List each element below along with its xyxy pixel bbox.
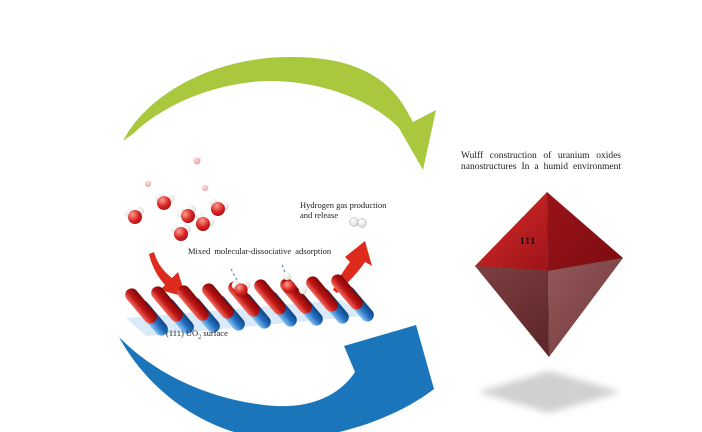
octahedron-face-lower-right (548, 258, 623, 357)
octahedron (474, 191, 624, 358)
hydrogen-production-line1: Hydrogen gas production (300, 200, 387, 210)
water-molecule (200, 183, 210, 192)
wulff-caption-line1: Wulff construction of uranium oxides (461, 151, 621, 161)
uo2-surface-label: (111) UO2 surface (166, 328, 228, 342)
adsorption-arrow (149, 252, 186, 297)
octahedron-face-lower-left (475, 266, 549, 357)
dissociated-hydroxyl-group (281, 264, 308, 295)
water-molecule (143, 179, 153, 188)
h2-molecule-icon (349, 217, 367, 228)
surface-label-suffix: surface (201, 328, 228, 338)
water-molecule (206, 197, 230, 219)
hydrogen-production-label: Hydrogen gas production and release (300, 200, 400, 220)
octahedron-edges (474, 191, 624, 358)
wulff-caption: Wulff construction of uranium oxides nan… (461, 151, 621, 172)
octahedron-shadow (478, 371, 621, 413)
green-cycle-arrow (123, 56, 436, 170)
water-molecule (175, 203, 200, 226)
water-molecule (192, 156, 202, 165)
water-molecule (171, 224, 191, 241)
adsorption-label: Mixed molecular-dissociative adsorption (188, 246, 332, 256)
surface-label-subscript: 2 (198, 334, 202, 341)
lone-hydrogen-atom (298, 285, 308, 295)
wulff-caption-line2: nanostructures In a humid environment (461, 161, 621, 172)
blue-cycle-arrow (119, 325, 434, 432)
water-molecule (123, 206, 146, 226)
water-molecule (153, 192, 176, 212)
surface-label-prefix: (111) UO (166, 328, 199, 338)
octahedron-face-upper-left (475, 192, 548, 271)
octahedron-facet-label: 111 (519, 237, 537, 247)
octahedron-face-upper-right (547, 192, 623, 271)
water-molecules-cluster (123, 156, 230, 241)
uo2-surface-slab (125, 264, 374, 336)
hydrogen-production-line2: and release (300, 209, 338, 220)
